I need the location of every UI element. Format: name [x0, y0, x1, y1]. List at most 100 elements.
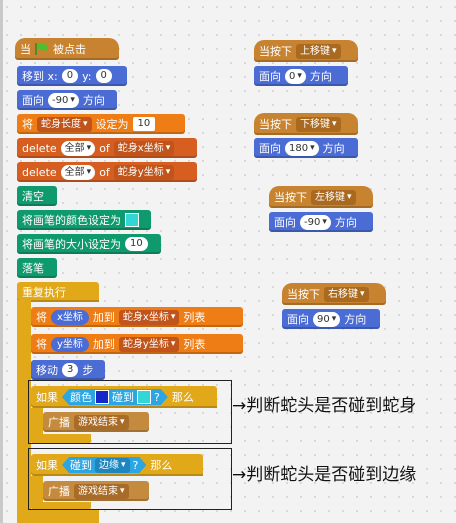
touching-edge-condition[interactable]: 碰到 边缘 ?	[62, 457, 146, 473]
direction-dropdown[interactable]: 180	[285, 140, 319, 156]
add-to-label: 加到	[92, 338, 115, 351]
direction-dropdown[interactable]: 90	[313, 311, 341, 327]
touch-target-dropdown[interactable]: 边缘	[95, 458, 130, 473]
annotation-box-edge-check	[28, 448, 232, 510]
direction-unit: 方向	[82, 94, 105, 107]
point-direction-block[interactable]: 面向 -90 方向	[269, 212, 373, 232]
when-flag-clicked-block[interactable]: 当 被点击	[15, 38, 119, 60]
point-label: 面向	[259, 142, 281, 155]
set-value-input[interactable]: 10	[132, 117, 156, 131]
direction-unit: 方向	[322, 142, 345, 155]
when-key-label: 当按下	[287, 288, 320, 301]
steps-unit: 步	[82, 364, 94, 377]
if-label: 如果	[36, 459, 58, 472]
point-direction-block[interactable]: 面向 0 方向	[254, 66, 348, 86]
add-label: 将	[36, 311, 47, 324]
point-direction-block[interactable]: 面向 90 方向	[282, 309, 380, 329]
when-key-left-block[interactable]: 当按下 左移键	[269, 186, 373, 208]
delete-label: delete	[22, 141, 57, 155]
add-y-to-list-block[interactable]: 将 y坐标 加到 蛇身y坐标 列表	[31, 334, 243, 354]
set-to-label: 设定为	[95, 118, 129, 131]
point-direction-block[interactable]: 面向 180 方向	[254, 138, 358, 158]
direction-unit: 方向	[344, 313, 367, 326]
forever-frame	[17, 300, 31, 518]
point-label: 面向	[259, 70, 281, 83]
of-label: of	[99, 141, 110, 155]
pen-down-block[interactable]: 落笔	[17, 258, 57, 278]
delete-y-list-block[interactable]: delete 全部 of 蛇身y坐标	[17, 162, 197, 182]
when-key-label: 当按下	[259, 45, 292, 58]
when-key-label: 当按下	[274, 191, 307, 204]
touching-label: 碰到	[70, 459, 92, 472]
if1-frame	[31, 408, 43, 438]
when-label: 当	[20, 43, 31, 56]
add-x-to-list-block[interactable]: 将 x坐标 加到 蛇身x坐标 列表	[31, 307, 243, 327]
when-key-down-block[interactable]: 当按下 下移键	[254, 113, 358, 135]
broadcast-message-dropdown[interactable]: 游戏结束	[74, 483, 129, 499]
move-label: 移动	[36, 364, 58, 377]
add-to-label: 加到	[92, 311, 115, 324]
move-steps-block[interactable]: 移动 3 步	[31, 360, 105, 380]
broadcast-label: 广播	[48, 485, 70, 498]
direction-dropdown[interactable]: -90	[48, 92, 79, 108]
when-key-label: 当按下	[259, 118, 292, 131]
key-dropdown[interactable]: 上移键	[296, 43, 341, 59]
add-label: 将	[36, 338, 47, 351]
list-dropdown[interactable]: 蛇身y坐标	[118, 336, 180, 352]
color1-swatch[interactable]	[95, 390, 109, 404]
point-direction-block[interactable]: 面向 -90 方向	[17, 90, 117, 110]
delete-x-list-block[interactable]: delete 全部 of 蛇身x坐标	[17, 138, 197, 158]
annotation-body-check: →判断蛇头是否碰到蛇身	[232, 396, 417, 416]
annotation-edge-check: →判断蛇头是否碰到边缘	[232, 465, 417, 485]
color2-swatch[interactable]	[137, 390, 151, 404]
move-steps-input[interactable]: 3	[62, 363, 79, 377]
if1-bottom	[31, 434, 91, 444]
if-touching-edge-block[interactable]: 如果 碰到 边缘 ? 那么	[31, 454, 203, 476]
point-label: 面向	[274, 216, 296, 229]
then-label: 那么	[171, 391, 194, 404]
goto-x-input[interactable]: 0	[61, 69, 79, 83]
broadcast-label: 广播	[48, 416, 70, 429]
set-pen-size-block[interactable]: 将画笔的大小设定为 10	[17, 234, 161, 254]
broadcast-message-dropdown[interactable]: 游戏结束	[74, 414, 129, 430]
broadcast-block[interactable]: 广播 游戏结束	[43, 412, 149, 432]
variable-dropdown[interactable]: 蛇身长度	[37, 116, 92, 132]
key-dropdown[interactable]: 右移键	[324, 286, 369, 302]
delete-item-dropdown[interactable]: 全部	[60, 140, 96, 156]
goto-label: 移到 x:	[22, 70, 58, 83]
broadcast-block[interactable]: 广播 游戏结束	[43, 481, 149, 501]
if-label: 如果	[36, 391, 58, 404]
pen-clear-block[interactable]: 清空	[17, 186, 57, 206]
if-touching-color-block[interactable]: 如果 颜色 碰到 ? 那么	[31, 386, 217, 408]
canvas-left-border	[0, 0, 3, 523]
direction-unit: 方向	[309, 70, 332, 83]
list-dropdown[interactable]: 蛇身x坐标	[118, 309, 180, 325]
direction-dropdown[interactable]: 0	[285, 68, 306, 84]
pen-color-swatch[interactable]	[125, 213, 139, 227]
list-dropdown[interactable]: 蛇身y坐标	[113, 164, 175, 180]
forever-bottom	[17, 510, 99, 523]
key-dropdown[interactable]: 下移键	[296, 116, 341, 132]
color-touching-color-condition[interactable]: 颜色 碰到 ?	[62, 389, 168, 405]
set-variable-block[interactable]: 将 蛇身长度 设定为 10	[17, 114, 185, 134]
y-position-reporter[interactable]: y坐标	[51, 336, 89, 352]
when-key-right-block[interactable]: 当按下 右移键	[282, 283, 386, 305]
key-dropdown[interactable]: 左移键	[311, 189, 356, 205]
list-suffix: 列表	[183, 338, 206, 351]
delete-item-dropdown[interactable]: 全部	[60, 164, 96, 180]
pen-size-input[interactable]: 10	[125, 237, 148, 251]
direction-dropdown[interactable]: -90	[300, 214, 331, 230]
x-position-reporter[interactable]: x坐标	[51, 309, 89, 325]
pen-color-label: 将画笔的颜色设定为	[22, 214, 121, 227]
when-key-up-block[interactable]: 当按下 上移键	[254, 40, 358, 62]
goto-y-input[interactable]: 0	[95, 69, 112, 83]
list-dropdown[interactable]: 蛇身x坐标	[113, 140, 175, 156]
goto-xy-block[interactable]: 移到 x: 0 y: 0	[17, 66, 127, 86]
pen-down-label: 落笔	[22, 262, 44, 275]
set-pen-color-block[interactable]: 将画笔的颜色设定为	[17, 210, 151, 230]
forever-block[interactable]: 重复执行	[17, 282, 99, 302]
goto-y-label: y:	[82, 69, 92, 83]
clear-label: 清空	[22, 190, 44, 203]
clicked-label: 被点击	[53, 43, 86, 56]
set-label: 将	[22, 118, 33, 131]
